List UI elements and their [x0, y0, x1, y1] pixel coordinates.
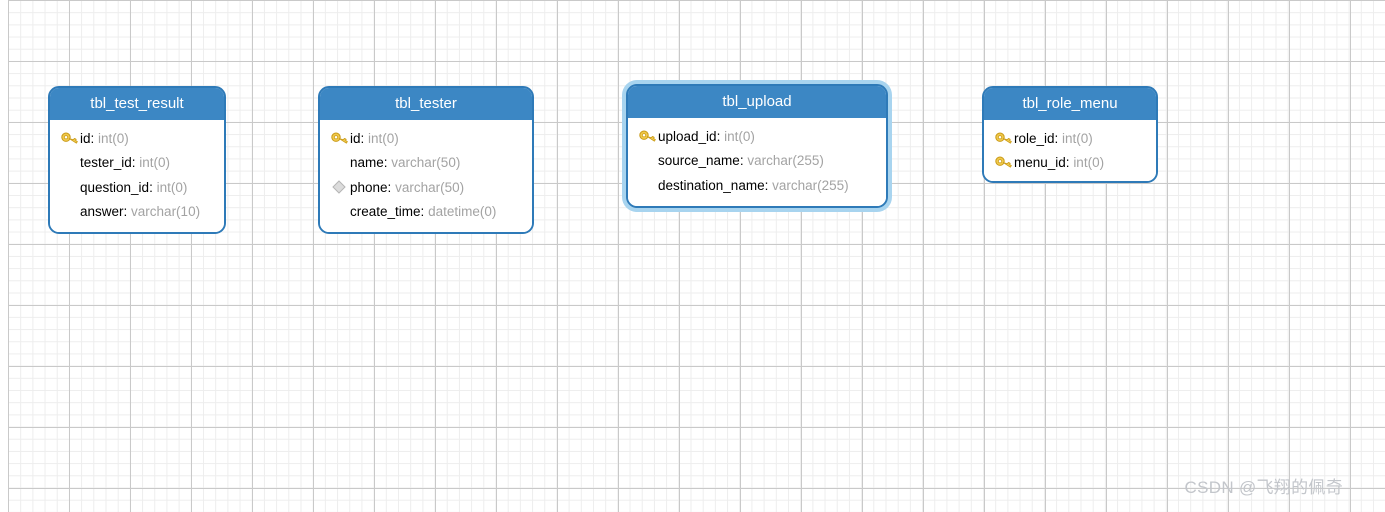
no-key-icon-placeholder: [328, 204, 350, 220]
primary-key-icon-svg: [330, 132, 348, 144]
no-key-icon-placeholder: [58, 179, 80, 195]
table-field-row[interactable]: destination_name: varchar(255): [628, 173, 886, 198]
field-separator: :: [383, 155, 392, 171]
field-type: int(0): [139, 155, 171, 171]
no-key-icon-placeholder: [328, 155, 350, 171]
field-separator: :: [739, 153, 748, 169]
table-field-row[interactable]: question_id: int(0): [50, 175, 224, 200]
table-field-row[interactable]: id: int(0): [50, 126, 224, 151]
primary-key-icon-svg: [638, 130, 656, 142]
field-type: int(0): [724, 128, 755, 144]
field-type: varchar(50): [395, 179, 465, 195]
field-name: question_id: [80, 179, 150, 195]
field-separator: :: [90, 130, 99, 146]
watermark-text: CSDN @飞翔的佩奇: [1184, 478, 1343, 497]
field-name: role_id: [1014, 130, 1055, 146]
table-field-row[interactable]: role_id: int(0): [984, 126, 1156, 151]
table-title[interactable]: tbl_upload: [628, 86, 886, 118]
field-separator: :: [123, 204, 132, 220]
table-field-list: id: int(0)tester_id: int(0)question_id: …: [50, 120, 224, 232]
primary-key-icon-svg: [994, 156, 1012, 168]
table-field-list: role_id: int(0)menu_id: int(0): [984, 120, 1156, 181]
field-name: id: [80, 130, 91, 146]
field-name: phone: [350, 179, 388, 195]
field-name: destination_name: [658, 177, 765, 193]
canvas-left-gutter: [0, 0, 8, 512]
field-separator: :: [1065, 155, 1074, 171]
table-field-row[interactable]: upload_id: int(0): [628, 124, 886, 149]
field-name: tester_id: [80, 155, 132, 171]
field-type: int(0): [368, 130, 399, 146]
no-key-icon-placeholder: [636, 177, 658, 193]
table-title[interactable]: tbl_tester: [320, 88, 532, 120]
table-field-row[interactable]: phone: varchar(50): [320, 175, 532, 200]
field-type: int(0): [98, 130, 129, 146]
field-type: varchar(255): [772, 177, 849, 193]
field-separator: :: [764, 177, 773, 193]
field-separator: :: [420, 204, 429, 220]
field-name: name: [350, 155, 384, 171]
table-title[interactable]: tbl_test_result: [50, 88, 224, 120]
primary-key-icon: [58, 130, 80, 146]
table-field-row[interactable]: id: int(0): [320, 126, 532, 151]
primary-key-icon: [992, 130, 1014, 146]
field-separator: :: [149, 179, 157, 195]
field-type: varchar(255): [747, 153, 824, 169]
field-separator: :: [131, 155, 140, 171]
no-key-icon-placeholder: [58, 204, 80, 220]
field-name: menu_id: [1014, 155, 1066, 171]
field-separator: :: [387, 179, 396, 195]
field-name: create_time: [350, 204, 421, 220]
field-separator: :: [360, 130, 369, 146]
field-name: upload_id: [658, 128, 717, 144]
index-key-icon-svg: [332, 180, 346, 194]
field-type: varchar(50): [391, 155, 461, 171]
field-type: varchar(10): [131, 204, 201, 220]
primary-key-icon: [992, 155, 1014, 171]
field-separator: :: [716, 128, 725, 144]
field-type: int(0): [1062, 130, 1093, 146]
no-key-icon-placeholder: [636, 153, 658, 169]
field-separator: :: [1054, 130, 1063, 146]
field-type: datetime(0): [428, 204, 497, 220]
table-title[interactable]: tbl_role_menu: [984, 88, 1156, 120]
table-field-row[interactable]: name: varchar(50): [320, 151, 532, 176]
table-field-row[interactable]: tester_id: int(0): [50, 151, 224, 176]
no-key-icon-placeholder: [58, 155, 80, 171]
table-field-row[interactable]: create_time: datetime(0): [320, 200, 532, 225]
primary-key-icon-svg: [994, 132, 1012, 144]
primary-key-icon: [328, 130, 350, 146]
primary-key-icon: [636, 128, 658, 144]
index-key-icon: [328, 179, 350, 195]
table-field-row[interactable]: answer: varchar(10): [50, 200, 224, 225]
field-type: int(0): [156, 179, 188, 195]
field-name: source_name: [658, 153, 740, 169]
table-field-list: upload_id: int(0)source_name: varchar(25…: [628, 118, 886, 206]
table-field-row[interactable]: source_name: varchar(255): [628, 149, 886, 174]
field-type: int(0): [1073, 155, 1105, 171]
field-name: id: [350, 130, 361, 146]
table-field-list: id: int(0)name: varchar(50)phone: varcha…: [320, 120, 532, 232]
primary-key-icon-svg: [60, 132, 78, 144]
field-name: answer: [80, 204, 124, 220]
table-field-row[interactable]: menu_id: int(0): [984, 151, 1156, 176]
